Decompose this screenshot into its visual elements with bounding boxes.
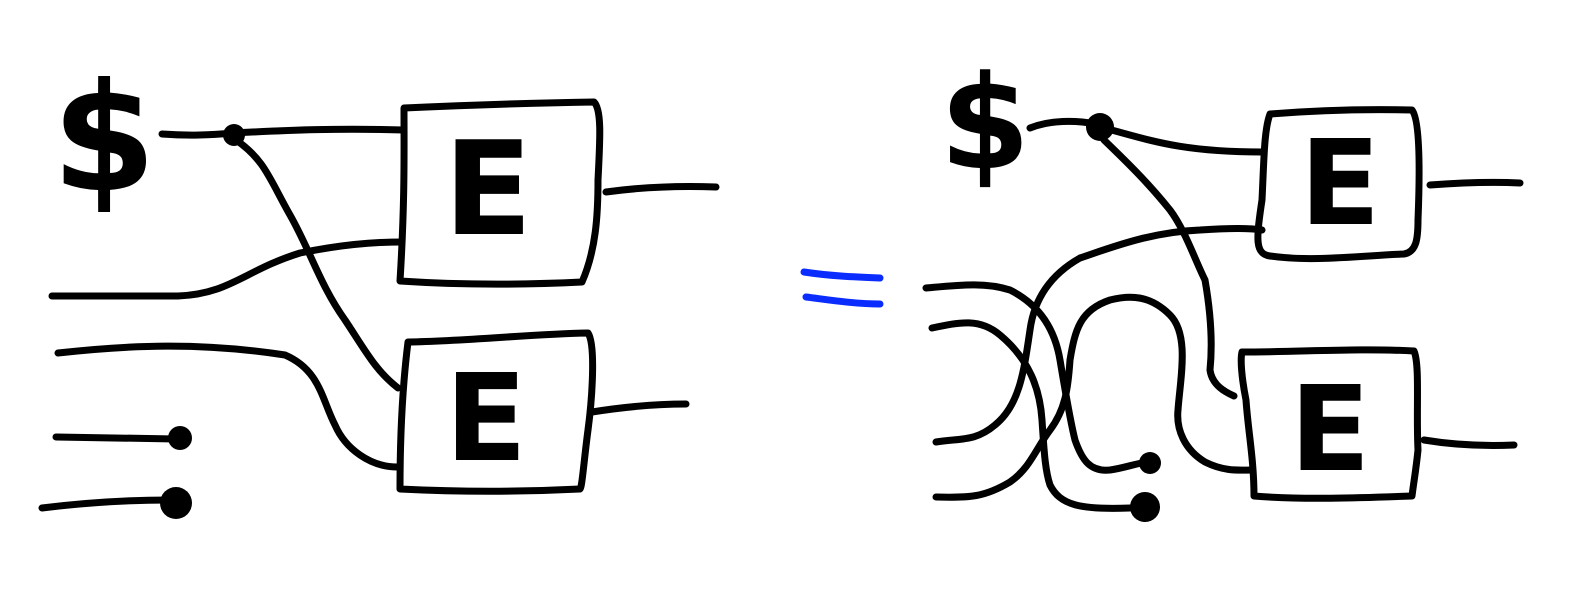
right-dollar-sign: $ — [940, 47, 1030, 199]
left-box-1: E — [396, 98, 604, 288]
right-box-1: E — [1254, 106, 1423, 263]
left-input2-to-box2-wire — [54, 342, 404, 471]
right-box-1-outline — [1254, 106, 1423, 263]
right-box-1-output-wire — [1426, 178, 1524, 189]
left-input1-to-box1-wire — [48, 238, 406, 300]
right-input4-to-box2-wire — [932, 293, 1256, 501]
right-copy-to-box2-wire — [1100, 136, 1238, 400]
left-copy-to-box1-wire — [230, 125, 408, 137]
left-discard-node-2 — [160, 487, 192, 519]
right-box-2: E — [1237, 346, 1422, 502]
left-box-2: E — [396, 329, 597, 495]
left-box-2-output-wire — [588, 400, 690, 416]
left-diagram: $ E E — [38, 52, 720, 519]
equals-bar-bottom — [802, 293, 884, 308]
right-box-2-output-wire — [1420, 436, 1518, 449]
left-discard-wire-1 — [52, 433, 180, 443]
right-dollar-wire — [1026, 117, 1100, 132]
right-copy-to-box1-wire — [1100, 124, 1266, 156]
right-discard-node-1 — [1139, 452, 1161, 474]
left-box-2-label: E — [445, 350, 527, 489]
left-dollar-wire — [158, 129, 238, 139]
equals-sign: = — [800, 268, 884, 308]
equals-bar-top — [800, 268, 884, 282]
right-input3-to-box1-wire — [932, 225, 1266, 446]
right-diagram: $ E E — [922, 47, 1524, 522]
left-box-2-outline — [396, 329, 597, 495]
left-discard-node-1 — [168, 426, 192, 450]
left-copy-to-box2-wire — [232, 136, 402, 392]
left-discard-wire-2 — [38, 496, 174, 512]
right-box-1-label: E — [1300, 114, 1381, 252]
right-input2-to-discard-wire — [928, 319, 1134, 512]
right-discard-node-2 — [1130, 492, 1160, 522]
right-box-2-outline — [1237, 346, 1422, 502]
left-box-1-outline — [396, 98, 604, 288]
left-dollar-sign: $ — [52, 52, 156, 226]
left-box-1-label: E — [444, 113, 533, 265]
left-box-1-output-wire — [602, 183, 720, 196]
right-box-2-label: E — [1290, 360, 1371, 498]
